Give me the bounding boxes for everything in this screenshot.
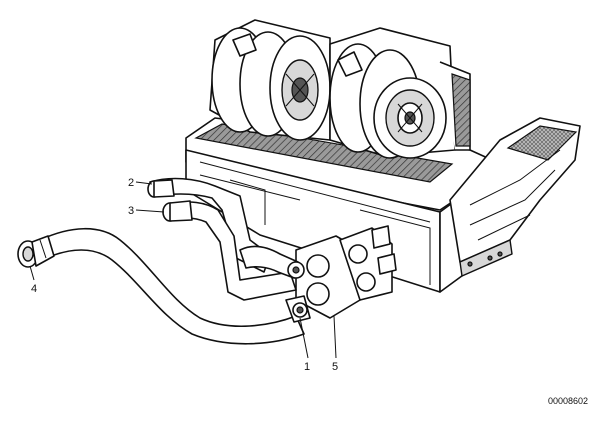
callout-1: 1	[304, 361, 310, 373]
fitting-3	[162, 200, 193, 222]
hose-clamp-4	[17, 235, 55, 268]
callout-4: 4	[31, 283, 37, 295]
air-duct	[449, 117, 581, 277]
callout-leaders	[29, 181, 337, 359]
tube-to-flange	[239, 245, 305, 279]
blower-motor-right	[329, 27, 471, 159]
hose-lower	[39, 227, 311, 345]
callout-5: 5	[332, 361, 338, 373]
heater-housing	[185, 117, 493, 293]
document-number: 00008602	[548, 396, 588, 406]
blower-motor-left	[209, 19, 331, 141]
callout-3: 3	[128, 205, 134, 217]
callout-2: 2	[128, 177, 134, 189]
fitting-2	[147, 179, 175, 198]
flange-assembly	[295, 225, 397, 319]
